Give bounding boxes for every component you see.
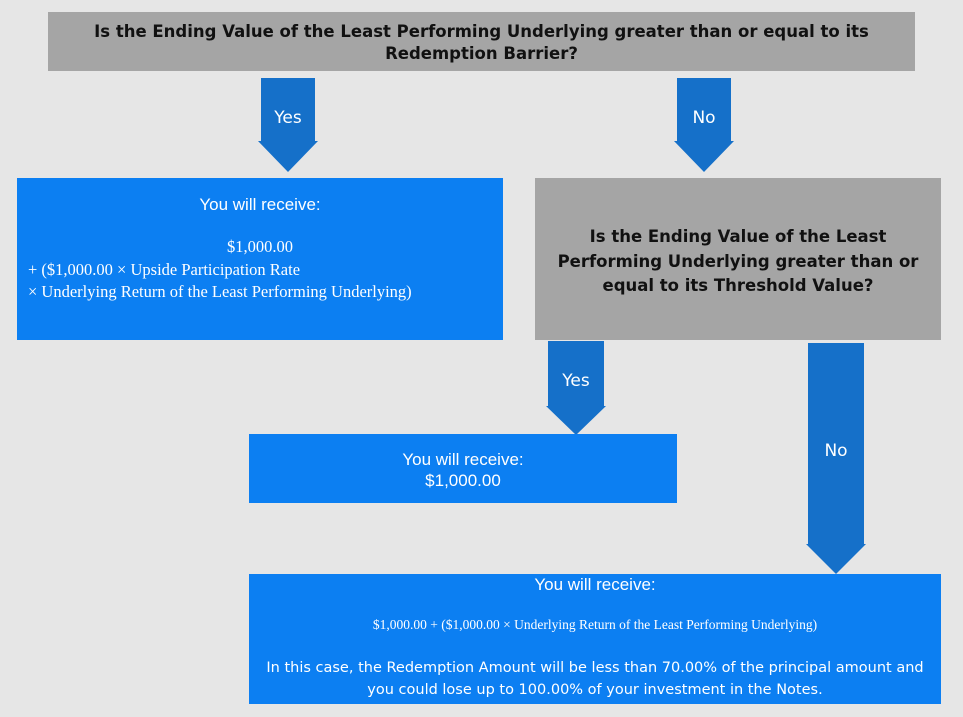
yes-arrow-1-label: Yes	[274, 108, 302, 128]
outcome-1-line-2: + ($1,000.00 × Upside Participation Rate	[28, 260, 301, 279]
no-arrow-2	[806, 343, 866, 575]
question-2-text: Is the Ending Value of the Least Perform…	[557, 227, 919, 295]
no-arrow-1-label: No	[692, 108, 716, 128]
outcome-1-heading: You will receive:	[199, 195, 321, 214]
outcome-1-line-3: × Underlying Return of the Least Perform…	[28, 282, 412, 301]
outcome-1-line-1: $1,000.00	[227, 237, 293, 256]
outcome-2-amount: $1,000.00	[425, 471, 501, 490]
question-2-box: Is the Ending Value of the Least Perform…	[535, 178, 941, 340]
outcome-3-note-line-1: In this case, the Redemption Amount will…	[266, 660, 924, 676]
outcome-2-heading: You will receive:	[402, 450, 524, 469]
outcome-3-formula: $1,000.00 + ($1,000.00 × Underlying Retu…	[372, 617, 818, 632]
question-1-box: Is the Ending Value of the Least Perform…	[48, 12, 915, 71]
outcome-3-heading: You will receive:	[534, 575, 656, 594]
yes-arrow-2	[546, 341, 606, 436]
outcome-3-note-line-2: you could lose up to 100.00% of your inv…	[367, 682, 823, 698]
no-arrow-1	[674, 78, 734, 174]
outcome-2-box: You will receive: $1,000.00	[249, 434, 677, 503]
outcome-1-box: You will receive: $1,000.00 + ($1,000.00…	[17, 178, 503, 340]
yes-arrow-2-label: Yes	[562, 371, 590, 391]
outcome-3-box: You will receive: $1,000.00 + ($1,000.00…	[249, 574, 941, 704]
yes-arrow-1	[258, 78, 318, 174]
no-arrow-2-label: No	[824, 441, 848, 461]
question-1-text: Is the Ending Value of the Least Perform…	[94, 22, 869, 63]
